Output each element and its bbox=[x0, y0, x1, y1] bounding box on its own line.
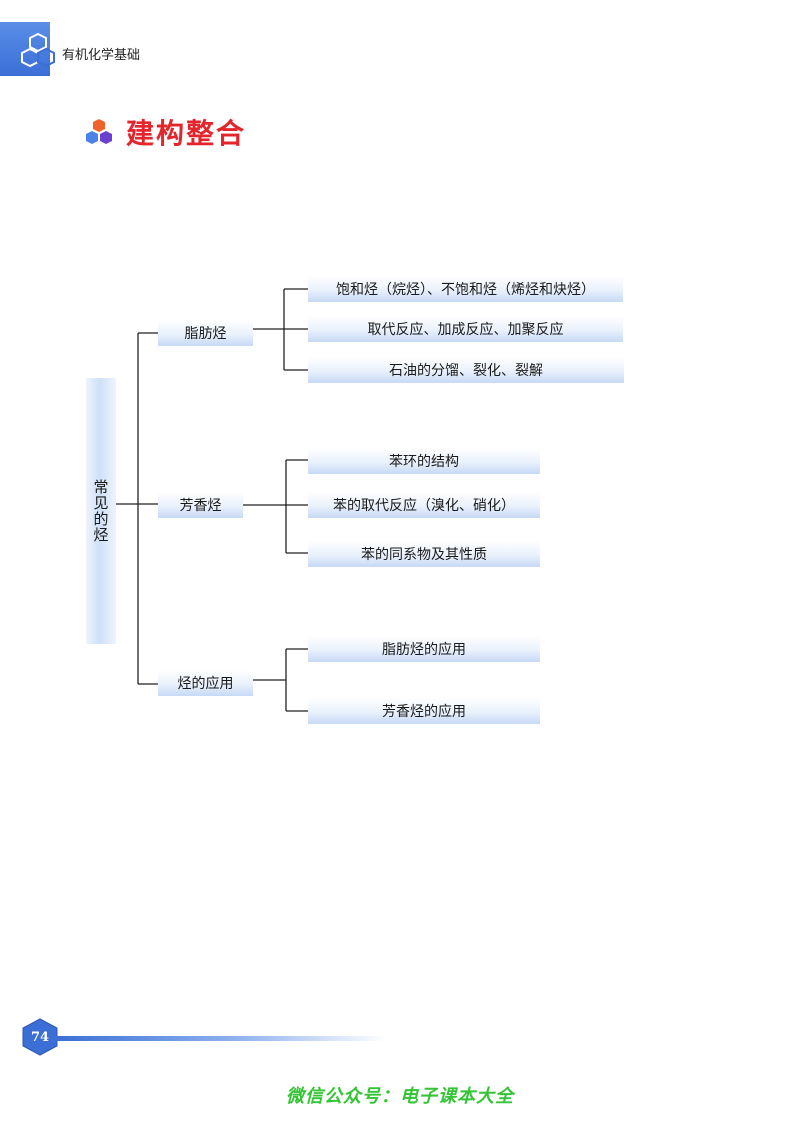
watermark-text: 微信公众号：电子课本大全 bbox=[286, 1086, 514, 1107]
branch-aromatic-hydrocarbon: 芳香烃 bbox=[158, 492, 243, 518]
leaf-aliphatic-applications: 脂肪烃的应用 bbox=[308, 636, 540, 662]
tree-root-label: 常见的烃 bbox=[91, 479, 110, 543]
header-subject: 有机化学基础 bbox=[62, 48, 141, 63]
leaf-reaction-types: 取代反应、加成反应、加聚反应 bbox=[308, 316, 623, 342]
hexagon-logo-icon bbox=[21, 32, 55, 68]
branch-hydrocarbon-applications: 烃的应用 bbox=[158, 670, 253, 696]
footer-gradient-bar bbox=[56, 1036, 386, 1041]
leaf-benzene-structure: 苯环的结构 bbox=[308, 448, 540, 474]
section-title: 建构整合 bbox=[126, 117, 247, 150]
leaf-petroleum-processing: 石油的分馏、裂化、裂解 bbox=[308, 357, 624, 383]
cubes-icon bbox=[86, 119, 112, 144]
branch-aliphatic-hydrocarbon: 脂肪烃 bbox=[158, 320, 253, 346]
page-number-hexagon-icon bbox=[22, 1018, 58, 1056]
page-number: 74 bbox=[30, 1029, 50, 1045]
tree-root-node: 常见的烃 bbox=[86, 378, 116, 644]
leaf-benzene-substitution: 苯的取代反应（溴化、硝化） bbox=[308, 492, 540, 518]
leaf-benzene-homologues: 苯的同系物及其性质 bbox=[308, 541, 540, 567]
leaf-aromatic-applications: 芳香烃的应用 bbox=[308, 698, 540, 724]
leaf-saturated-unsaturated: 饱和烃（烷烃）、不饱和烃（烯烃和炔烃） bbox=[308, 276, 623, 302]
